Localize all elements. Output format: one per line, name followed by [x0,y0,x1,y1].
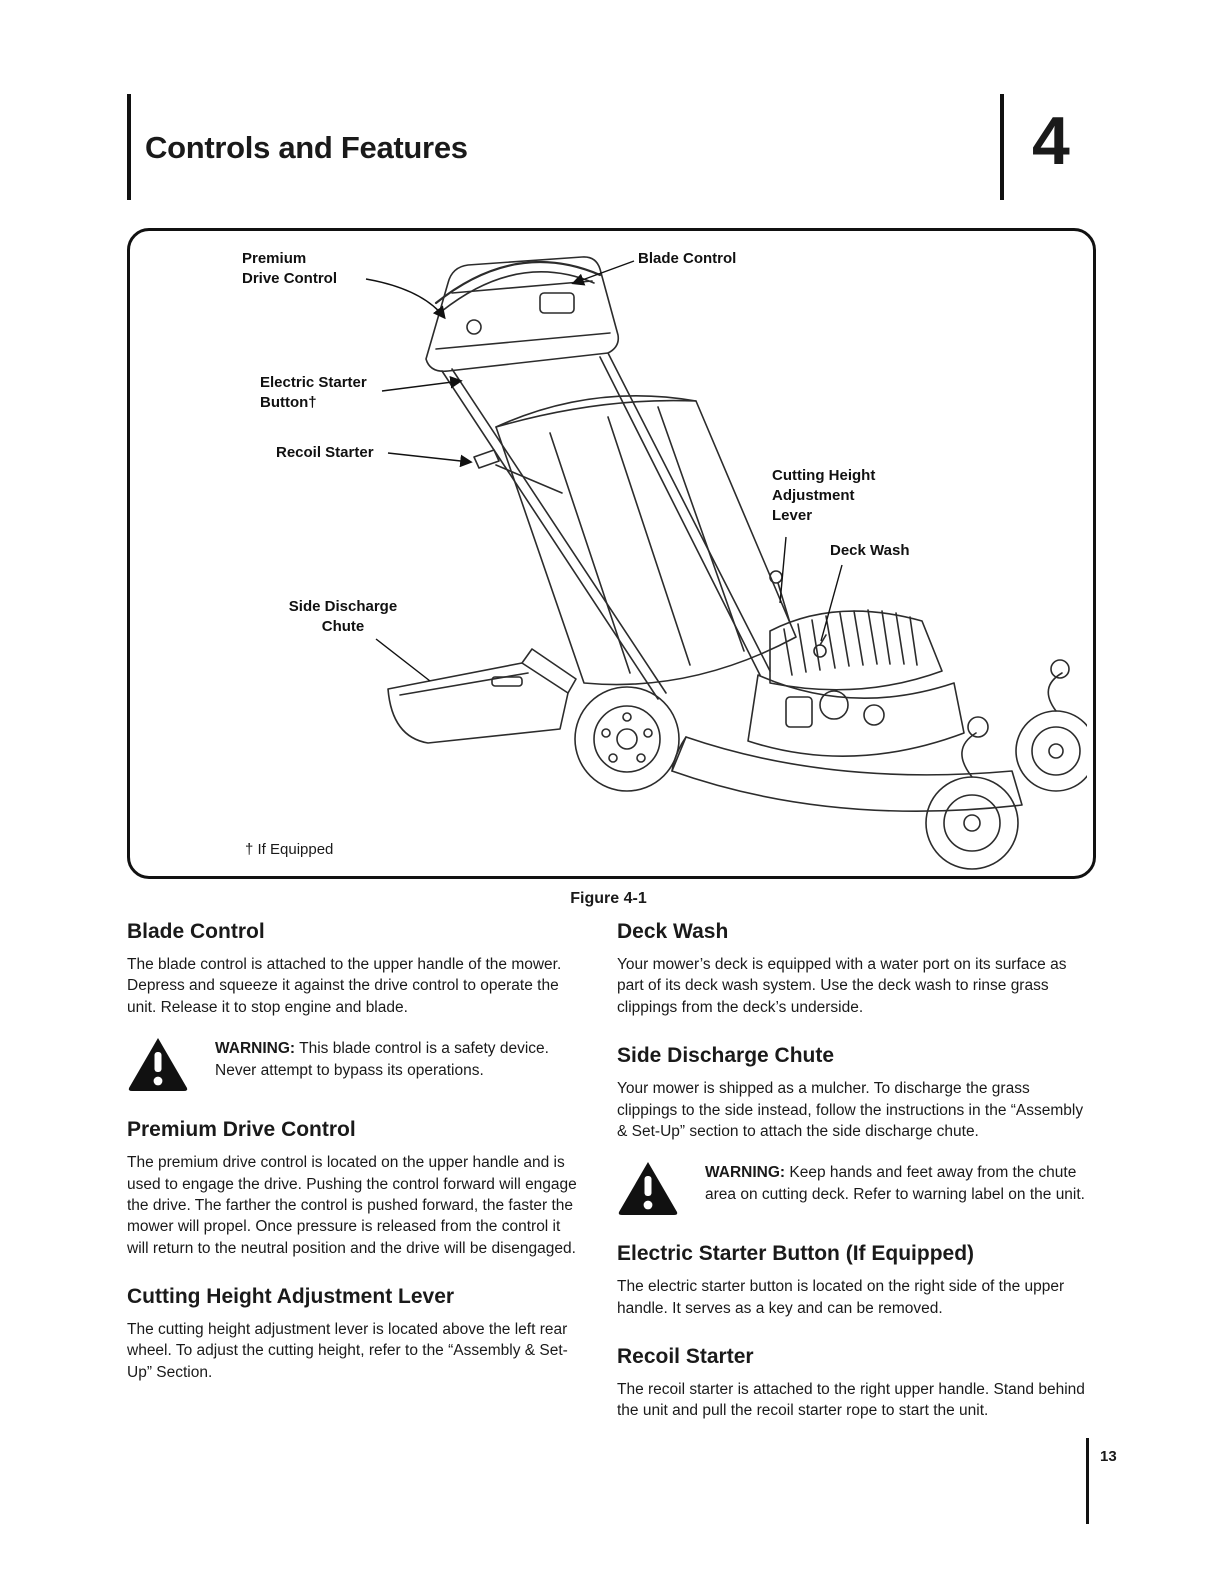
heading-blade-control: Blade Control [127,920,265,943]
warning-blade-text: WARNING: This blade control is a safety … [215,1036,585,1081]
body-cutting-height: The cutting height adjustment lever is l… [127,1321,568,1381]
fig-label-recoil-starter: Recoil Starter [276,444,374,461]
fig-label-deck-wash: Deck Wash [830,542,910,559]
warning-blade-control: WARNING: This blade control is a safety … [127,1036,585,1092]
fig-label-blade-control: Blade Control [638,250,737,267]
warning-triangle-icon [618,1162,678,1216]
page-number: 13 [1100,1448,1117,1465]
fig-label-side-discharge-chute: Side Discharge Chute [288,598,398,635]
figure-caption: Figure 4-1 [570,890,647,907]
body-side-discharge-chute: Your mower is shipped as a mulcher. To d… [617,1080,1084,1140]
heading-premium-drive-control: Premium Drive Control [127,1118,356,1142]
leader-lines [365,260,843,682]
chapter-title-rule [127,94,131,200]
heading-cutting-height: Cutting Height Adjustment Lever [127,1285,455,1308]
heading-side-discharge-chute: Side Discharge Chute [617,1044,835,1068]
heading-electric-starter: Electric Starter Button (If Equipped) [617,1242,975,1266]
mower-illustration [365,256,1087,870]
heading-deck-wash: Deck Wash [617,920,729,943]
fig-label-premium-drive-control: Premium Drive Control [242,250,338,287]
column-left: Blade Control The blade control is attac… [127,920,585,1387]
heading-recoil-starter: Recoil Starter [617,1345,754,1368]
warning-body: Keep hands and feet away from the chute … [705,1164,1085,1203]
figure-4-1: Premium Drive Control Blade Control Elec… [127,228,1096,879]
warning-chute-text: WARNING: Keep hands and feet away from t… [705,1160,1090,1205]
warning-triangle-icon [128,1038,188,1092]
warning-label: WARNING: [705,1164,786,1182]
body-recoil-starter: The recoil starter is attached to the ri… [617,1381,1085,1420]
chapter-number: 4 [1032,103,1070,179]
body-blade-control: The blade control is attached to the upp… [127,956,562,1016]
chapter-number-rule [1000,94,1004,200]
fig-label-cutting-height: Cutting Height Adjustment Lever [772,467,876,524]
chapter-title: Controls and Features [145,130,468,165]
body-deck-wash: Your mower’s deck is equipped with a wat… [617,956,1067,1016]
fig-label-electric-starter-button: Electric Starter Button† [260,374,367,411]
warning-body: This blade control is a safety device. N… [215,1040,549,1079]
warning-chute: WARNING: Keep hands and feet away from t… [617,1160,1090,1216]
column-right: Deck Wash Your mower’s deck is equipped … [617,920,1090,1426]
page-number-rule [1086,1438,1089,1524]
warning-label: WARNING: [215,1040,296,1058]
figure-footnote: † If Equipped [245,841,334,858]
body-electric-starter: The electric starter button is located o… [617,1278,1065,1317]
body-premium-drive-control: The premium drive control is located on … [127,1154,577,1257]
